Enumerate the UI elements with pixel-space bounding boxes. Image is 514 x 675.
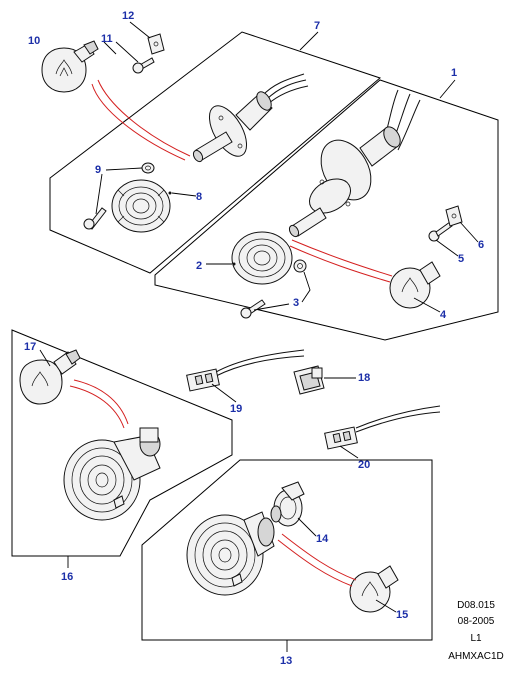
footer-date: 08-2005 — [458, 616, 495, 627]
footer-level: L1 — [470, 633, 482, 644]
lamp-lens-13 — [186, 511, 275, 596]
lamp-socket-1 — [288, 126, 401, 238]
clip-6 — [445, 205, 463, 227]
callout-10: 10 — [28, 35, 40, 47]
callout-12: 12 — [122, 10, 134, 22]
callout-16: 16 — [61, 571, 73, 583]
callout-8: 8 — [196, 191, 202, 203]
callout-5: 5 — [458, 253, 464, 265]
callout-3: 3 — [293, 297, 299, 309]
callout-7: 7 — [314, 20, 320, 32]
callout-9: 9 — [95, 164, 101, 176]
frame-group-16 — [11, 329, 233, 557]
callout-2: 2 — [196, 260, 202, 272]
callout-11: 11 — [101, 33, 113, 45]
fit-line-10-b — [97, 79, 191, 157]
screw-9 — [83, 207, 107, 230]
footer-ref: D08.015 — [457, 600, 495, 611]
lens-2 — [231, 231, 293, 285]
fit-line-15-b — [277, 539, 353, 587]
callout-15: 15 — [396, 609, 408, 621]
connector-20 — [324, 405, 441, 450]
callout-1: 1 — [451, 67, 457, 79]
callout-19: 19 — [230, 403, 242, 415]
bulb-17 — [19, 349, 81, 405]
screw-11 — [132, 57, 155, 74]
fit-line-4-b — [289, 245, 391, 283]
callout-18: 18 — [358, 372, 370, 384]
callout-17: 17 — [24, 341, 36, 353]
lamp-lens-16 — [63, 427, 161, 521]
lens-8 — [111, 179, 172, 233]
fit-line-17-b — [69, 385, 125, 429]
frame-group-13 — [141, 459, 433, 641]
frame-group-7 — [49, 31, 382, 274]
leader-1 — [439, 79, 456, 99]
washer-9 — [141, 162, 155, 174]
fit-line-4-a — [291, 239, 393, 277]
washer-3 — [293, 259, 307, 273]
callout-leaders — [39, 21, 479, 613]
fit-line-17-a — [73, 379, 129, 425]
callout-14: 14 — [316, 533, 329, 545]
screw-3 — [240, 299, 266, 319]
frame-group-1 — [154, 79, 499, 341]
callout-4: 4 — [440, 309, 447, 321]
bulb-10 — [41, 40, 99, 93]
bulb-4 — [389, 261, 441, 309]
callout-20: 20 — [358, 459, 370, 471]
connector-19 — [186, 349, 305, 392]
callout-13: 13 — [280, 655, 292, 667]
bulb-15 — [349, 565, 399, 613]
socket-14 — [270, 481, 305, 527]
screw-5 — [428, 221, 453, 242]
fit-line-10-a — [91, 83, 186, 161]
callout-6: 6 — [478, 239, 484, 251]
connector-18 — [293, 365, 325, 395]
footer-code: AHMXAC1D — [448, 651, 504, 662]
lamp-socket-7 — [192, 91, 273, 163]
clip-12 — [147, 33, 165, 55]
leader-7 — [299, 31, 319, 51]
fit-line-15-a — [281, 533, 357, 581]
wire-harness-7 — [261, 73, 309, 105]
